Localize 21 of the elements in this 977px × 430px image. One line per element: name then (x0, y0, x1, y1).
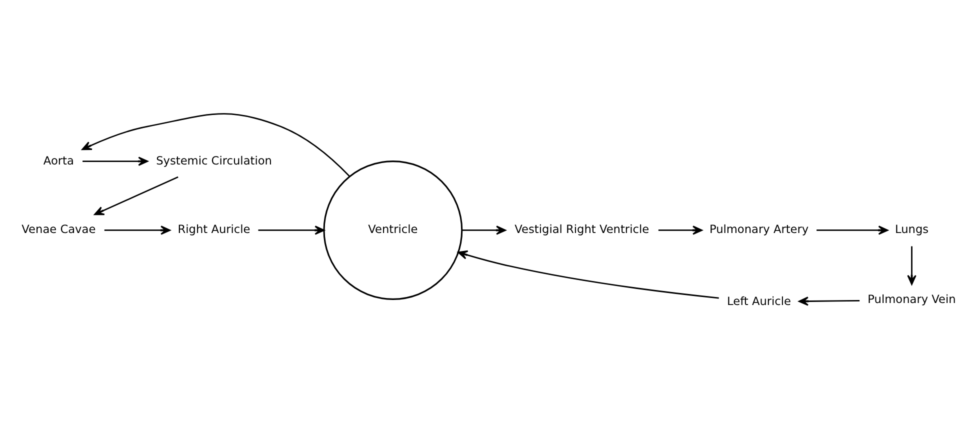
arrow (258, 225, 325, 234)
node-text: Vestigial Right Ventricle (514, 222, 650, 236)
arrow (798, 296, 860, 306)
node-text: Venae Cavae (22, 222, 96, 236)
arrow (907, 246, 916, 284)
arrow (82, 112, 350, 176)
node-text: Systemic Circulation (156, 152, 272, 167)
arrow (816, 225, 888, 234)
arrow (82, 156, 148, 166)
arrow (458, 250, 719, 298)
arrow (658, 225, 702, 234)
node-text: Right Auricle (178, 222, 250, 236)
node-text: Lungs (894, 222, 929, 236)
arrow (104, 225, 171, 234)
node-text: Left Auricle (727, 293, 792, 308)
arrow (94, 176, 178, 215)
node-circle: Ventricle (323, 160, 463, 300)
node-text: Pulmonary Artery (709, 222, 809, 236)
node-text: Pulmonary Vein (868, 292, 956, 306)
node-text: Aorta (43, 152, 74, 167)
arrow (462, 225, 506, 234)
